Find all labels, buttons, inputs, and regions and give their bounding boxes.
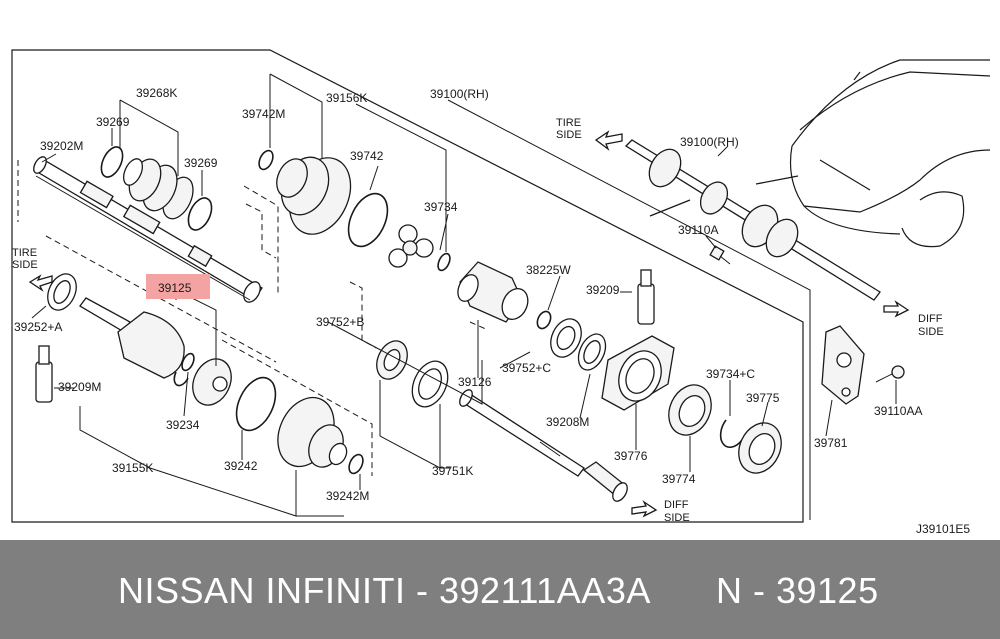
label-39208m: 39208M (546, 415, 589, 429)
tire-side-right-arrow-icon (594, 130, 623, 151)
label-39242: 39242 (224, 459, 258, 473)
label-39776: 39776 (614, 449, 648, 463)
label-tire-side-left-2: SIDE (12, 259, 38, 271)
diff-side-right-arrow-icon (883, 300, 910, 318)
bolt-39110aa (875, 365, 905, 383)
tripod-joint (388, 224, 434, 268)
snap-ring-39734 (437, 252, 451, 272)
bracket-39781 (821, 325, 865, 405)
label-39110aa: 39110AA (874, 404, 923, 418)
label-39156k: 39156K (326, 91, 367, 105)
label-diff-side-bottom-2: SIDE (664, 512, 690, 524)
view-arrow-lower-icon (649, 199, 691, 217)
label-39752b: 39752+B (316, 315, 364, 329)
label-39734c: 39734+C (706, 367, 755, 381)
label-39100rh-top: 39100(RH) (430, 87, 489, 101)
label-39209: 39209 (586, 283, 620, 297)
label-39110a: 39110A (678, 223, 718, 237)
footer-brand-part-number: NISSAN INFINITI - 392111AA3A (118, 570, 651, 611)
clamp-39742 (347, 192, 389, 248)
diff-side-bottom-arrow-icon (631, 500, 658, 518)
label-39734: 39734 (424, 200, 458, 214)
leader-lines (31, 73, 897, 520)
footer-diagram-reference: N - 39125 (716, 570, 879, 611)
label-39742: 39742 (350, 149, 384, 163)
label-39752c: 39752+C (502, 361, 551, 375)
label-39125: 39125 (158, 281, 192, 295)
label-39775: 39775 (746, 391, 780, 405)
bearing-housing-39776 (601, 335, 675, 411)
ring-39234-a (181, 352, 195, 372)
diagram-frame (11, 49, 804, 523)
parts-diagram: 39268K 39269 39269 39202M 39742M 39156K … (11, 49, 991, 536)
label-39269-b: 39269 (184, 156, 218, 170)
bolt-39110a (709, 245, 731, 265)
label-39209m: 39209M (58, 380, 101, 394)
footer-banner: NISSAN INFINITI - 392111AA3A N - 39125 (0, 540, 1000, 639)
label-39100rh-right: 39100(RH) (680, 135, 739, 149)
label-tire-side-right-1: TIRE (556, 117, 581, 129)
shaft-39202m (32, 156, 263, 303)
label-39751k: 39751K (432, 464, 473, 478)
label-tire-side-left-1: TIRE (12, 247, 37, 259)
label-39268k: 39268K (136, 86, 177, 100)
ring-39234-b (173, 371, 189, 387)
tire-side-left-arrow-icon (28, 274, 53, 292)
label-39155k: 39155K (112, 461, 153, 475)
drawing-code: J39101E5 (916, 522, 970, 536)
label-39774: 39774 (662, 472, 696, 486)
arrow-icons (28, 130, 910, 518)
shaft-39751k (459, 389, 628, 502)
label-diff-side-right-2: SIDE (918, 326, 944, 338)
label-39269-a: 39269 (96, 115, 130, 129)
highlight-39125 (146, 274, 210, 299)
part-labels: 39268K 39269 39269 39202M 39742M 39156K … (12, 86, 970, 536)
label-diff-side-right-1: DIFF (918, 313, 943, 325)
boot-39156k (276, 156, 352, 235)
clamp-39242m (348, 453, 364, 475)
label-39126: 39126 (458, 375, 492, 389)
label-39781: 39781 (814, 436, 848, 450)
label-39234: 39234 (166, 418, 200, 432)
clamp-39269-a (100, 146, 124, 178)
boot-39268k (122, 158, 194, 220)
label-38225w: 38225W (526, 263, 571, 277)
clamp-39742m (258, 149, 274, 171)
vehicle-outline (789, 59, 991, 248)
snap-ring-39734c (719, 419, 743, 448)
boot-39242 (277, 396, 348, 468)
label-39202m: 39202M (40, 139, 83, 153)
label-39252a: 39252+A (14, 320, 62, 334)
grease-39209m (35, 345, 53, 403)
view-arrow-upper-icon (755, 175, 799, 185)
clamp-39269-b (187, 197, 213, 231)
label-tire-side-right-2: SIDE (556, 129, 582, 141)
housing-39126 (457, 261, 529, 323)
label-diff-side-bottom-1: DIFF (664, 499, 689, 511)
outer-joint-39125 (79, 297, 232, 406)
clamp-39242 (235, 376, 277, 432)
label-39742m: 39742M (242, 107, 285, 121)
label-39242m: 39242M (326, 489, 369, 503)
assembly-39100rh (624, 139, 881, 301)
grease-39209 (637, 269, 655, 325)
ring-38225w (536, 310, 552, 330)
